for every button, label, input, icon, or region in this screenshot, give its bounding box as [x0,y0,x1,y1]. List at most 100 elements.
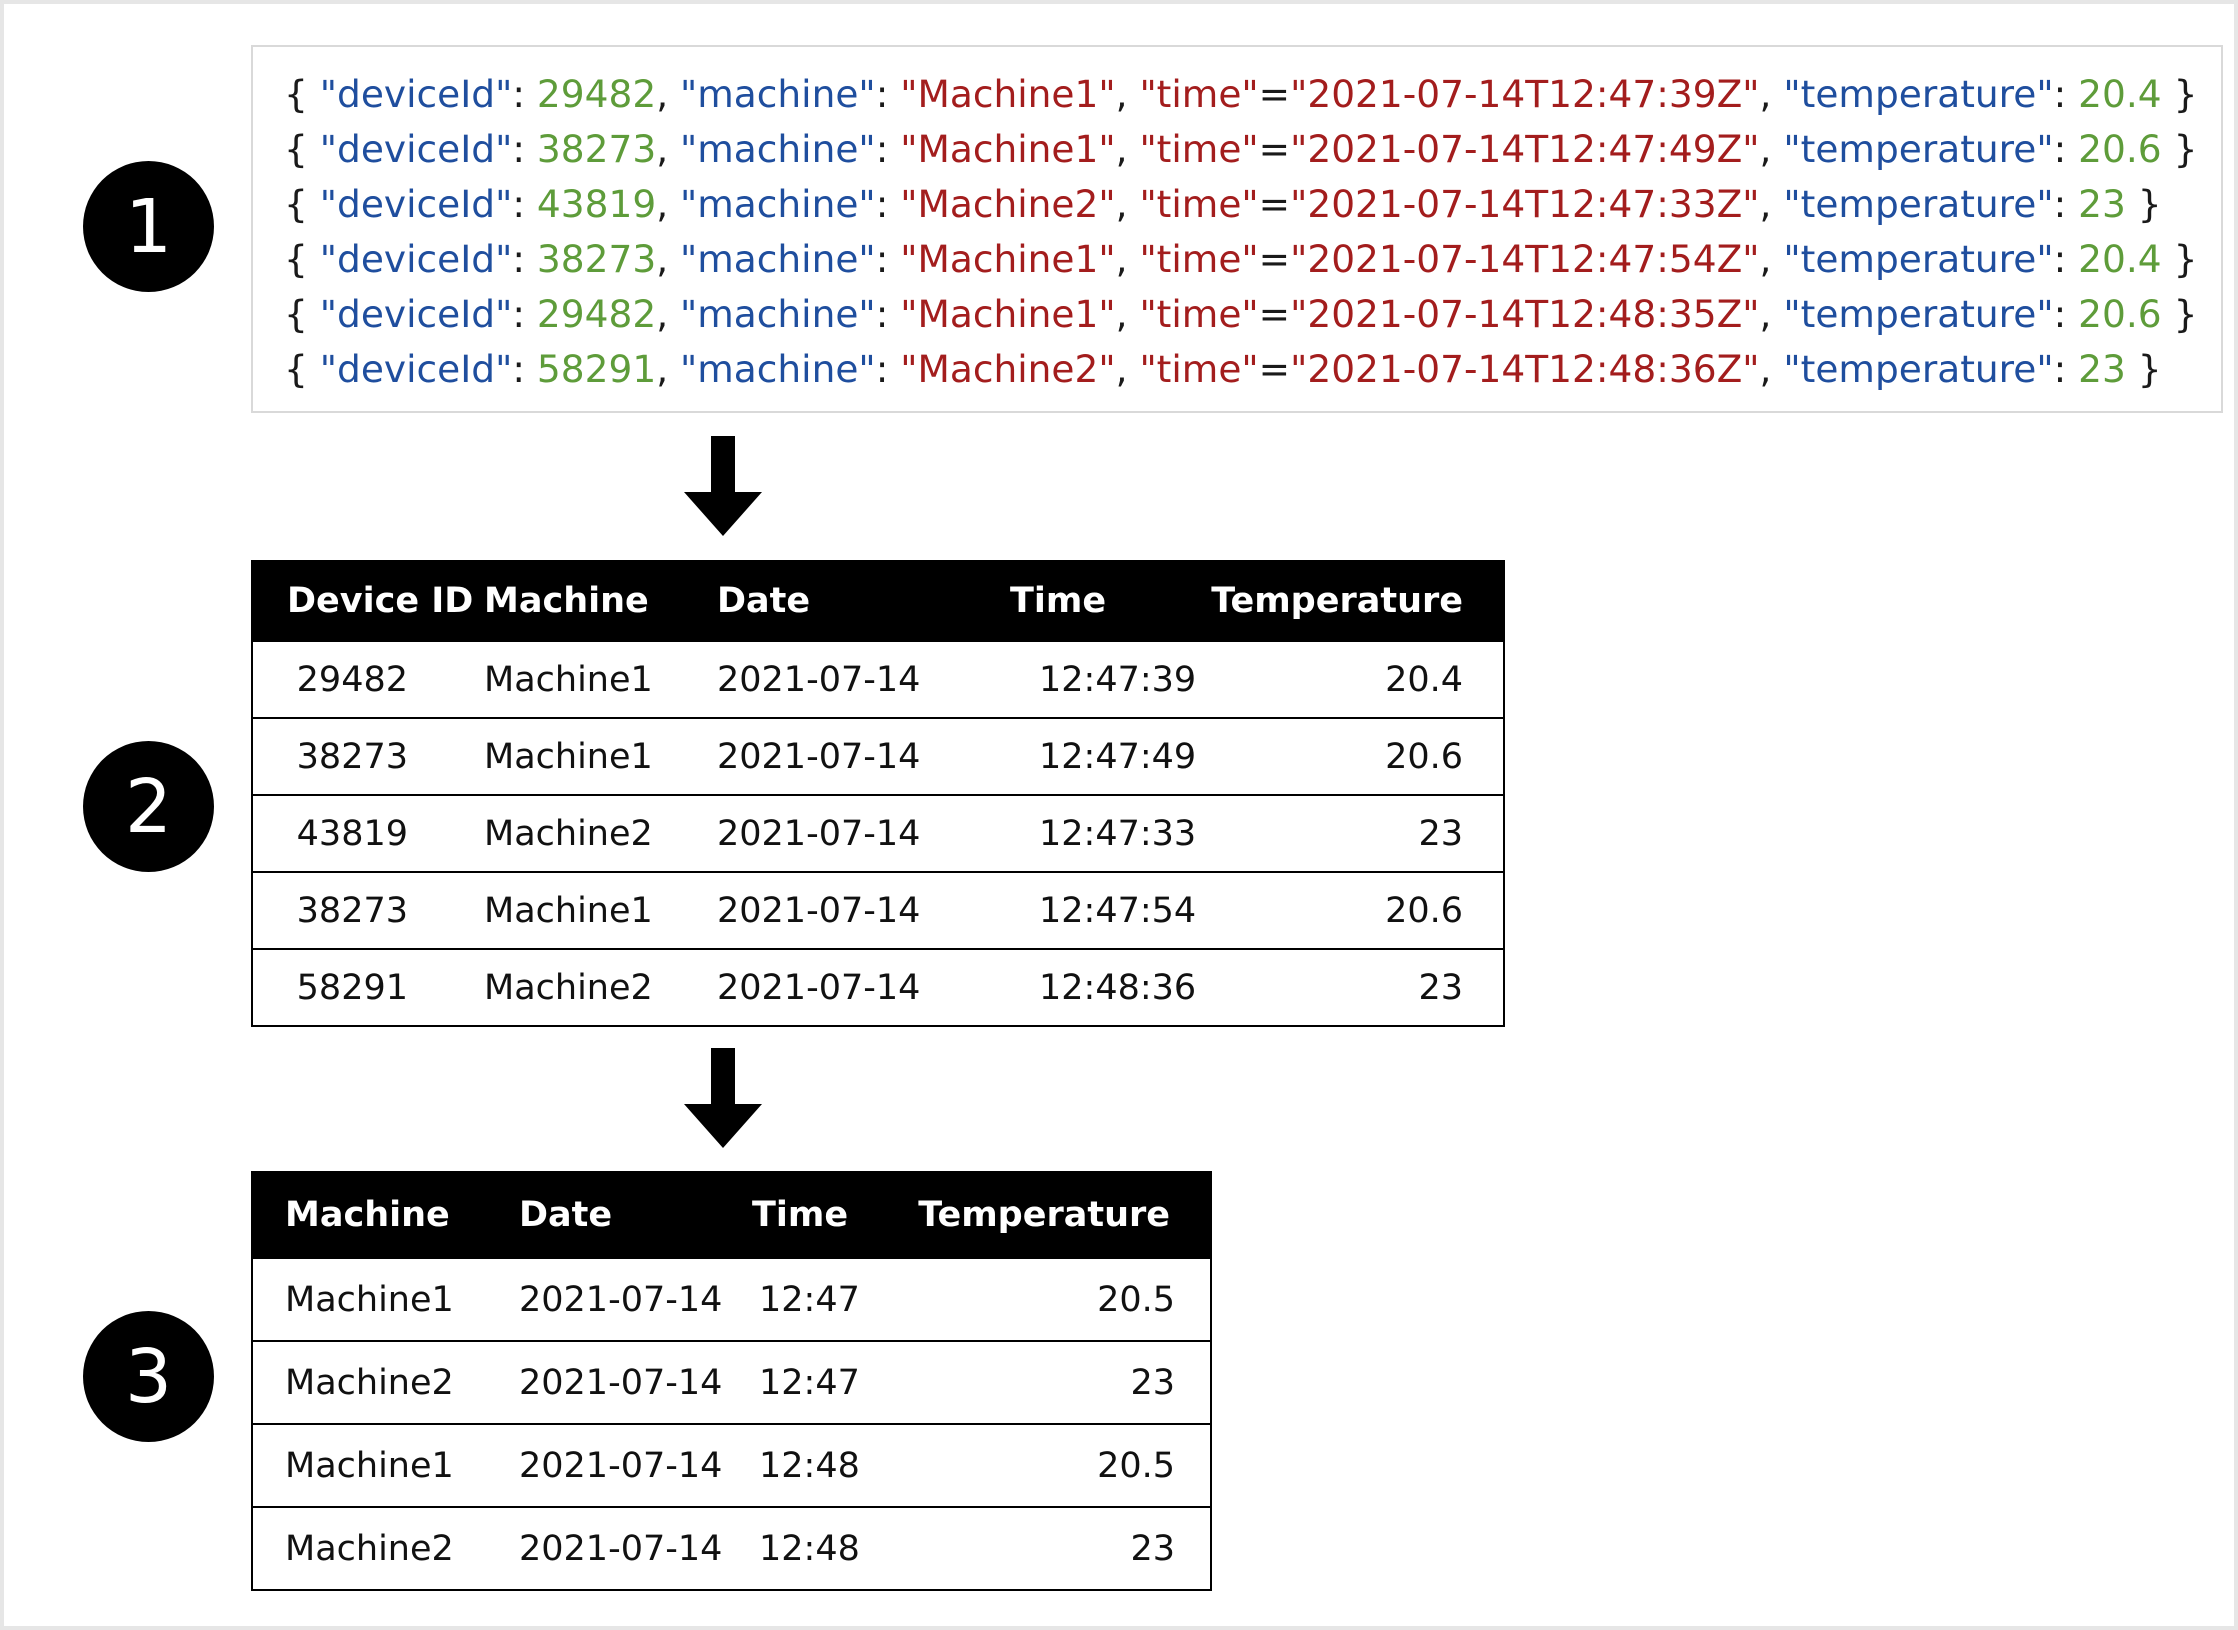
cell-temperature: 20.5 [1097,1445,1175,1486]
cell-temperature: 20.6 [1385,890,1463,931]
json-token: "time" [1139,182,1259,226]
raw-json-records: { "deviceId": 29482, "machine": "Machine… [251,45,2223,413]
cell-date: 2021-07-14 [717,890,921,931]
json-token: "temperature" [1783,127,2054,171]
table-header-row: Machine Date Time Temperature [253,1173,1210,1257]
json-record-line: { "deviceId": 38273, "machine": "Machine… [284,127,2198,171]
json-token: "temperature" [1783,237,2054,281]
cell-time: 12:47:49 [1039,736,1197,777]
json-token: 20.4 [2078,237,2162,281]
cell-device-id: 58291 [296,967,408,1008]
cell-machine: Machine2 [484,813,653,854]
header-temperature: Temperature [1211,581,1463,621]
cell-date: 2021-07-14 [519,1279,723,1320]
cell-time: 12:48 [759,1445,860,1486]
json-token: 20.4 [2078,72,2162,116]
json-token: 20.6 [2078,127,2162,171]
cell-date: 2021-07-14 [717,736,921,777]
step-badge-2: 2 [83,741,214,872]
json-token: "temperature" [1783,182,2054,226]
json-token: 29482 [536,292,657,336]
cell-time: 12:47 [759,1279,860,1320]
table-row: 43819 Machine2 2021-07-14 12:47:33 23 [253,794,1503,871]
header-date: Date [717,581,811,621]
json-record-line: { "deviceId": 58291, "machine": "Machine… [284,347,2162,391]
down-arrow-icon [684,436,762,536]
json-token: "temperature" [1783,72,2054,116]
cell-machine: Machine1 [285,1445,454,1486]
table-row: Machine2 2021-07-14 12:47 23 [253,1340,1210,1423]
down-arrow-icon [684,1048,762,1148]
json-token: "machine" [680,182,876,226]
step-badge-3: 3 [83,1311,214,1442]
json-token: 38273 [536,237,657,281]
cell-temperature: 20.6 [1385,736,1463,777]
table-row: 38273 Machine1 2021-07-14 12:47:54 20.6 [253,871,1503,948]
json-token: "2021-07-14T12:48:35Z" [1290,292,1760,336]
json-token: "time" [1139,347,1259,391]
cell-temperature: 20.5 [1097,1279,1175,1320]
diagram-canvas: 1 2 3 { "deviceId": 29482, "machine": "M… [4,4,2234,1626]
cell-machine: Machine2 [285,1528,454,1569]
json-token: "machine" [680,72,876,116]
cell-machine: Machine2 [285,1362,454,1403]
json-token: "temperature" [1783,292,2054,336]
cell-time: 12:48:36 [1039,967,1197,1008]
cell-date: 2021-07-14 [717,813,921,854]
table-header-row: Device ID Machine Date Time Temperature [253,562,1503,640]
json-record-line: { "deviceId": 43819, "machine": "Machine… [284,182,2162,226]
parsed-records-table: Device ID Machine Date Time Temperature … [251,560,1505,1027]
json-token: "2021-07-14T12:47:33Z" [1290,182,1760,226]
table-row: Machine1 2021-07-14 12:47 20.5 [253,1257,1210,1340]
json-token: 43819 [536,182,657,226]
json-token: 20.6 [2078,292,2162,336]
json-token: "Machine1" [900,237,1116,281]
cell-device-id: 38273 [296,736,408,777]
json-token: "time" [1139,292,1259,336]
json-token: 58291 [536,347,657,391]
json-token: "deviceId" [319,237,513,281]
json-token: "deviceId" [319,347,513,391]
json-token: "Machine1" [900,292,1116,336]
json-token: "Machine2" [900,182,1116,226]
json-token: "2021-07-14T12:47:39Z" [1290,72,1760,116]
cell-date: 2021-07-14 [519,1362,723,1403]
cell-machine: Machine1 [285,1279,454,1320]
header-date: Date [519,1195,613,1235]
json-token: "time" [1139,237,1259,281]
cell-temperature: 23 [1418,813,1463,854]
cell-date: 2021-07-14 [717,659,921,700]
cell-time: 12:47:33 [1039,813,1197,854]
cell-device-id: 29482 [296,659,408,700]
cell-device-id: 38273 [296,890,408,931]
json-token: "deviceId" [319,72,513,116]
json-token: "2021-07-14T12:48:36Z" [1290,347,1760,391]
header-time: Time [1010,581,1107,621]
json-token: "time" [1139,127,1259,171]
json-token: "Machine1" [900,127,1116,171]
json-token: "machine" [680,292,876,336]
cell-temperature: 23 [1130,1362,1175,1403]
header-machine: Machine [285,1195,450,1235]
json-token: "time" [1139,72,1259,116]
cell-machine: Machine1 [484,890,653,931]
json-token: 29482 [536,72,657,116]
cell-time: 12:47:54 [1039,890,1197,931]
aggregated-table: Machine Date Time Temperature Machine1 20… [251,1171,1212,1591]
step-badge-1: 1 [83,161,214,292]
json-token: "2021-07-14T12:47:54Z" [1290,237,1760,281]
cell-time: 12:48 [759,1528,860,1569]
cell-time: 12:47 [759,1362,860,1403]
header-time: Time [752,1195,849,1235]
cell-date: 2021-07-14 [717,967,921,1008]
cell-device-id: 43819 [296,813,408,854]
header-temperature: Temperature [918,1195,1170,1235]
json-record-line: { "deviceId": 29482, "machine": "Machine… [284,72,2198,116]
cell-temperature: 23 [1130,1528,1175,1569]
json-record-line: { "deviceId": 38273, "machine": "Machine… [284,237,2198,281]
json-token: "deviceId" [319,127,513,171]
